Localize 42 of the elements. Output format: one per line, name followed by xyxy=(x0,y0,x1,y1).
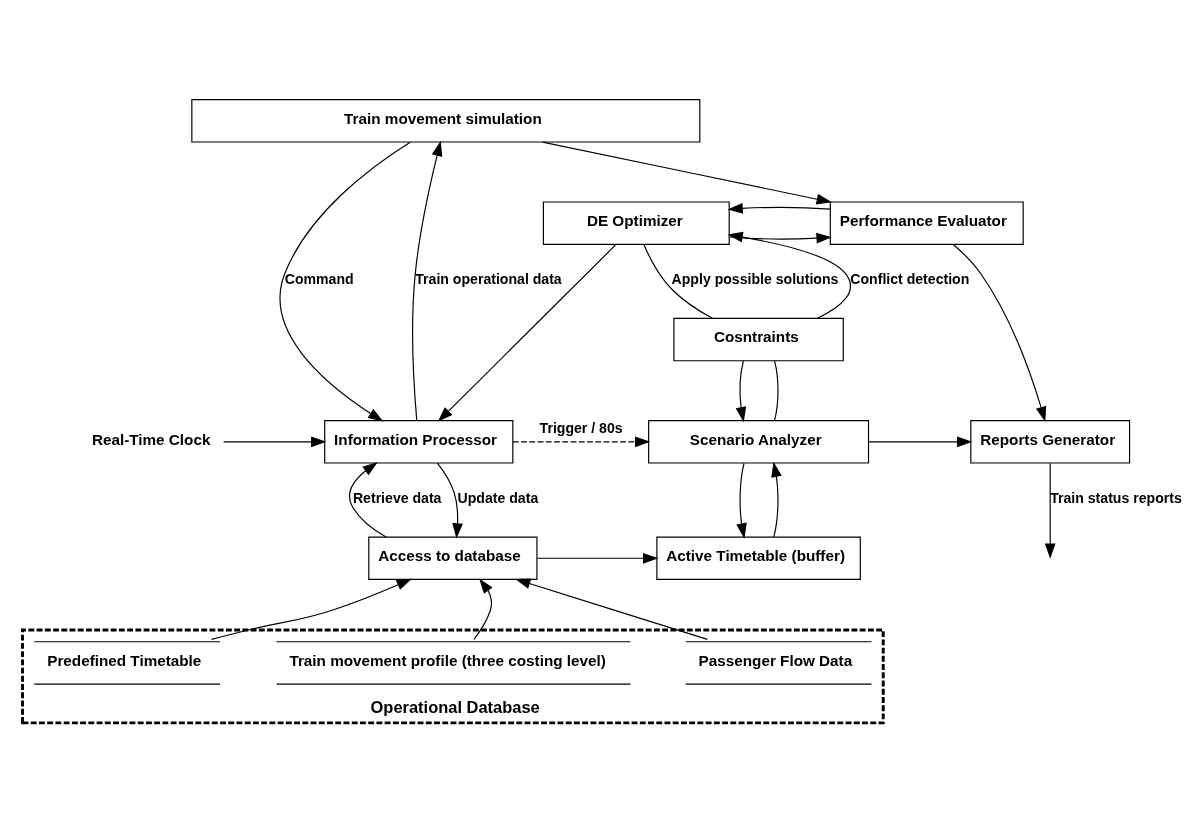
arrow xyxy=(868,436,973,448)
edge-label: Apply possible solutions xyxy=(671,270,839,287)
arrow xyxy=(412,140,443,422)
arrow xyxy=(952,243,1047,422)
node-box: Train movement simulation xyxy=(191,99,701,143)
edge-label: Train operational data xyxy=(415,270,562,287)
arrow xyxy=(542,141,832,205)
arrow xyxy=(437,244,617,422)
node-box: DE Optimizer xyxy=(542,201,730,245)
arrow xyxy=(727,231,852,319)
arrow xyxy=(536,552,659,564)
node-box: Active Timetable (buffer) xyxy=(656,536,861,581)
arrow xyxy=(279,141,411,422)
arrow xyxy=(473,578,493,640)
arrow xyxy=(515,578,708,640)
arrow xyxy=(727,203,831,214)
arrow xyxy=(512,436,651,448)
connector xyxy=(643,244,713,319)
node-text: Predefined Timetable xyxy=(47,651,202,669)
arrow xyxy=(771,461,782,538)
arrow xyxy=(348,462,387,538)
arrow xyxy=(728,232,832,244)
node-box: Scenario Analyzer xyxy=(648,420,870,464)
edge-label: Retrieve data xyxy=(352,489,442,506)
edge-label: Trigger / 80s xyxy=(539,420,623,437)
arrow xyxy=(223,436,327,448)
node-box: Information Processor xyxy=(324,420,514,464)
node-box: Reports Generator xyxy=(970,420,1131,464)
edge-label: Update data xyxy=(457,489,539,506)
arrow xyxy=(736,462,747,539)
edge-label: Conflict detection xyxy=(850,270,970,287)
arrow xyxy=(735,360,747,423)
node-text: Train movement profile (three costing level) xyxy=(289,651,606,669)
node-box: Cosntraints xyxy=(673,317,844,362)
node-text: Real-Time Clock xyxy=(91,430,211,448)
edge-label: Command xyxy=(284,270,354,287)
node-box: Performance Evaluator xyxy=(829,201,1024,245)
arrow xyxy=(436,462,463,539)
node-box: Access to database xyxy=(368,536,538,581)
connector xyxy=(773,360,779,422)
node-text: Passenger Flow Data xyxy=(698,651,853,669)
arrow xyxy=(1044,462,1056,559)
